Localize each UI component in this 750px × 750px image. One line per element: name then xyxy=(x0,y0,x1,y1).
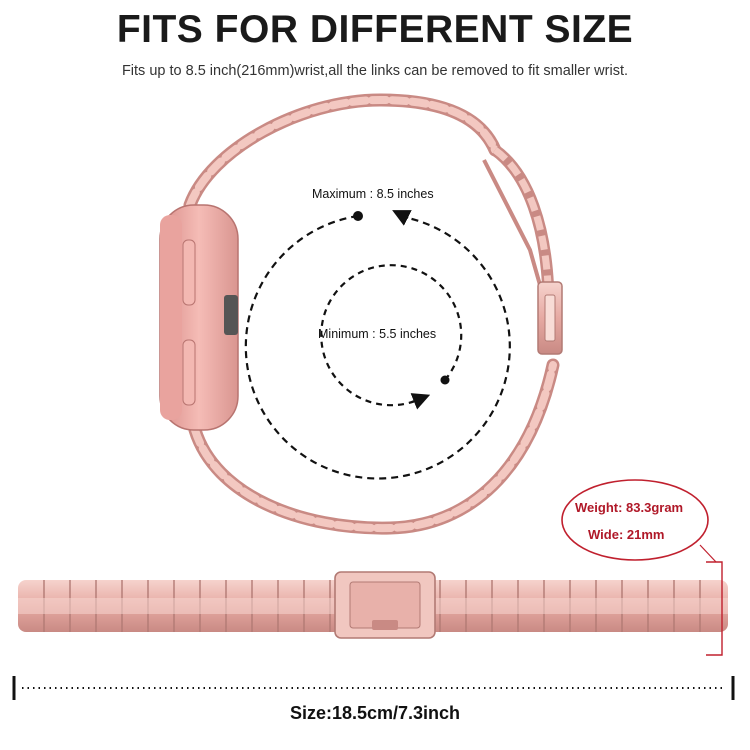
curved-watch-band xyxy=(183,93,563,535)
maximum-size-label: Maximum : 8.5 inches xyxy=(312,187,434,201)
minimum-size-label: Minimum : 5.5 inches xyxy=(318,327,437,341)
page-subtitle: Fits up to 8.5 inch(216mm)wrist,all the … xyxy=(121,63,629,79)
width-spec: Wide: 21mm xyxy=(588,527,665,542)
band-size-label: Size:18.5cm/7.3inch xyxy=(289,703,461,723)
size-circles xyxy=(244,210,511,480)
length-measure xyxy=(12,676,735,700)
page-title: FITS FOR DIFFERENT SIZE xyxy=(116,8,634,51)
watch-case xyxy=(159,204,239,431)
weight-spec: Weight: 83.3gram xyxy=(575,500,684,515)
spec-callout-ellipse xyxy=(561,479,709,561)
flat-watch-band xyxy=(18,544,728,656)
